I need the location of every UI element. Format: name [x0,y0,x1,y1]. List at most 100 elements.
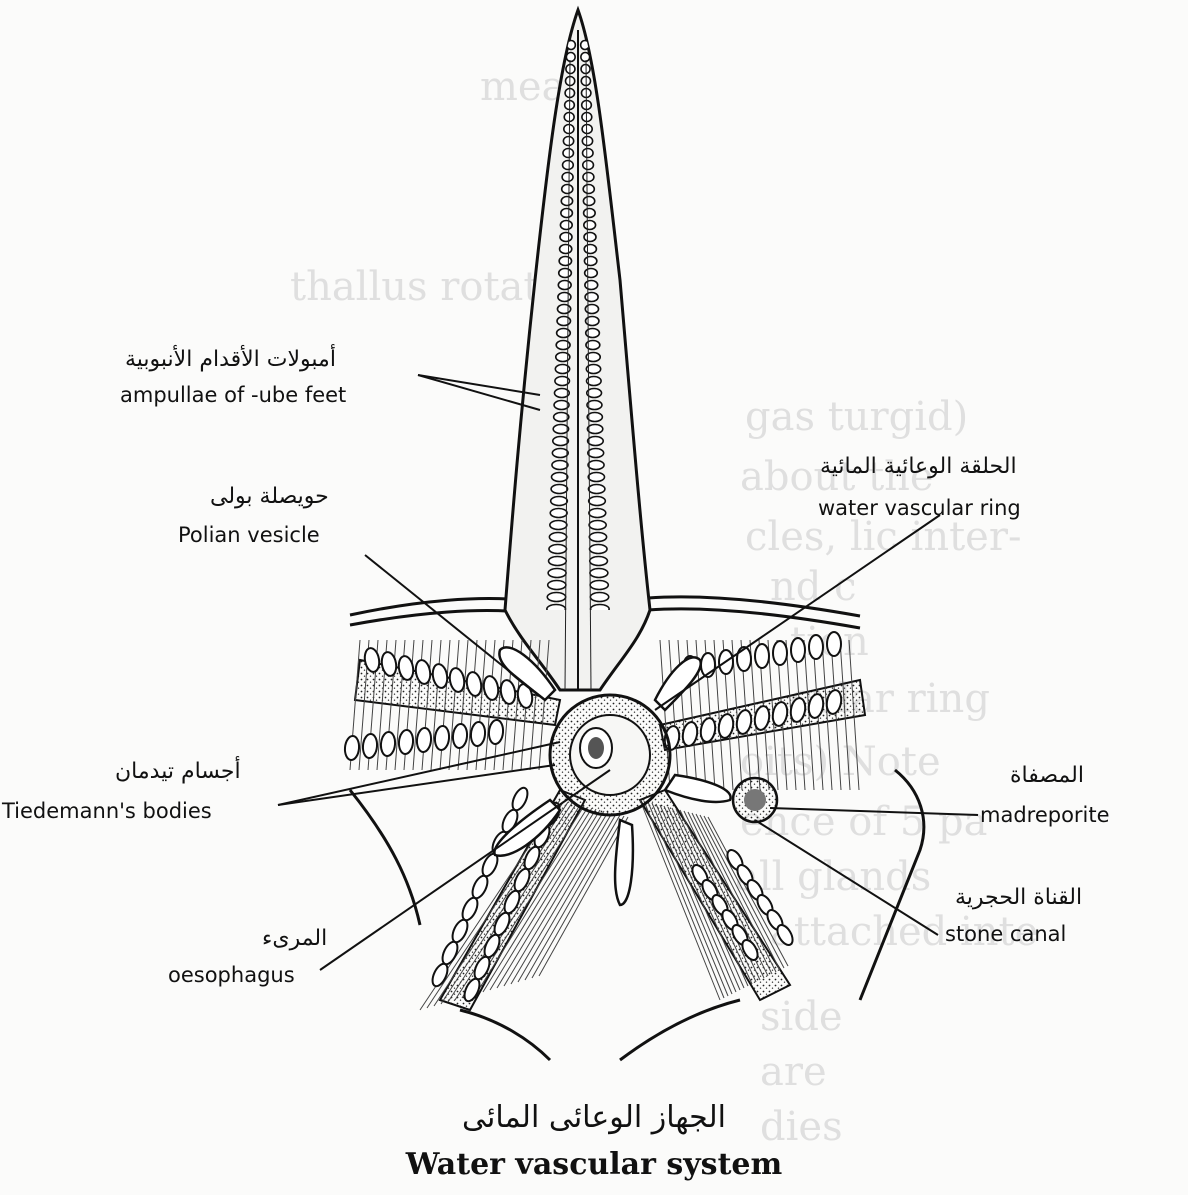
ampulla [737,647,751,671]
ampulla [549,533,566,542]
ampulla [590,545,608,554]
ampulla [588,449,604,458]
ampulla [547,593,565,602]
arm-upper [505,10,650,690]
ampulla [563,137,573,146]
ampulla [459,896,480,923]
water-vascular-ring-shape [550,695,670,815]
ampulla [581,53,590,62]
ampullae-label-arabic: أمبولات الأقدام الأنبوبية [125,346,336,374]
ampulla [548,569,566,578]
ampulla [582,125,592,134]
ampulla [583,197,594,206]
ampulla [590,581,608,590]
oesophagus-label-arabic: المرىء [262,925,327,953]
ampulla [583,173,594,182]
ampulla [773,641,787,665]
ampulla [791,638,805,662]
ampulla [551,485,567,494]
ampulla [582,137,592,146]
ampulla [434,725,450,750]
ampulla [584,257,596,266]
ring-label: water vascular ring [818,495,1021,521]
polian-label: Polian vesicle [178,522,320,548]
ampulla [551,497,568,506]
ampulla [550,509,567,518]
ampulla [561,209,573,218]
ampulla [587,413,602,422]
ampulla [590,569,608,578]
madreporite-label: madreporite [980,802,1110,828]
ampulla [590,593,608,602]
oesophagus-label: oesophagus [168,962,295,988]
ampulla [553,425,568,434]
ampulla [583,185,594,194]
ampulla [589,533,606,542]
ring-label-arabic: الحلقة الوعائية المائية [820,453,1017,481]
ampulla [552,449,568,458]
ampulla [344,735,360,760]
ampulla [558,281,571,290]
ampulla [564,125,574,134]
ampulla [429,962,450,989]
ampulla [549,545,567,554]
ampulla [585,269,598,278]
ampulla [587,425,602,434]
polian-label-arabic: حويصلة بولى [210,483,329,511]
ampulla [589,509,606,518]
ampulla [562,173,573,182]
ampulla [585,293,598,302]
ampulla [588,437,604,446]
svg-text:mea: mea [480,64,565,110]
ampulla [559,269,572,278]
ampulla [549,557,567,566]
svg-text:are: are [760,1049,827,1095]
madreporite-label-arabic: المصفاة [1010,762,1084,790]
ampulla [559,257,571,266]
ampulla [470,721,486,746]
stone-canal-label: stone canal [945,921,1066,947]
ampulla [588,461,604,470]
ampulla [558,293,571,302]
ampulla [488,719,504,744]
ampulla [589,497,606,506]
ampulla [566,53,575,62]
ampulla [585,305,598,314]
svg-text:side: side [760,994,843,1040]
ampulla [585,317,598,326]
svg-text:gas turgid): gas turgid) [745,394,968,440]
ampulla [449,918,470,945]
ampulla [562,185,573,194]
ampulla [563,161,574,170]
ampulla [809,635,823,659]
ampulla [827,632,841,656]
ampulla [557,305,570,314]
ampulla [469,874,490,901]
ampulla [552,473,568,482]
ampulla [563,149,574,158]
ampulla [452,723,468,748]
caption: Water vascular system [0,1147,1188,1183]
ampulla [588,473,604,482]
ampulla [362,733,378,758]
ampulla [416,727,432,752]
ampulla [755,644,769,668]
bleed-through-text: gas turgid) about the cles, lic inter- n… [290,64,1038,1150]
ampulla [554,413,569,422]
ampulla [588,485,604,494]
ampulla [583,161,594,170]
ampulla [548,581,566,590]
caption-arabic: الجهاز الوعائى المائى [0,1100,1188,1136]
ampulla [380,731,396,756]
ampullae-label: ampullae of ‑ube feet [120,382,346,408]
ampulla [584,221,596,230]
ampulla [560,233,572,242]
stone-canal-label-arabic: القناة الحجرية [955,884,1082,912]
madreporite-shape [733,778,777,822]
ampulla [584,233,596,242]
ampulla [553,437,569,446]
ampulla [509,786,530,813]
ampulla [550,521,567,530]
